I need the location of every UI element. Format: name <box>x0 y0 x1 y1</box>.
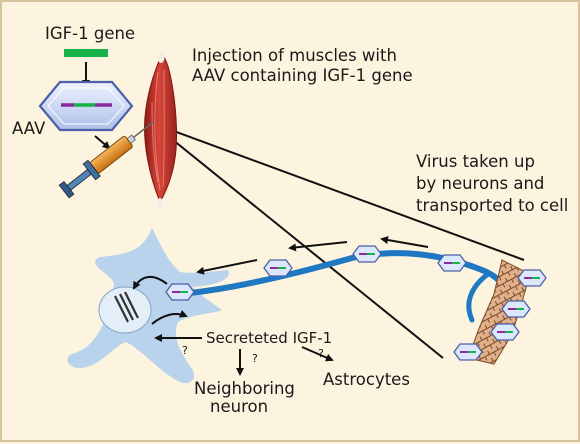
virus-particle <box>437 254 467 272</box>
muscle <box>144 53 178 204</box>
transport-arrows <box>196 236 429 275</box>
tendon-top <box>157 51 165 63</box>
entry-arrows <box>133 276 188 325</box>
virus-particle <box>490 323 520 341</box>
connector-line-lower <box>151 122 444 359</box>
question-mark: ? <box>252 352 258 365</box>
astrocytes-label: Astrocytes <box>323 370 410 389</box>
injection-label-line2: AAV containing IGF-1 gene <box>192 66 413 85</box>
aav-capsid <box>38 80 134 132</box>
virus-particle <box>517 269 547 287</box>
axon <box>175 250 514 313</box>
connector-line-upper <box>151 122 525 261</box>
question-mark: ? <box>182 344 188 357</box>
secreted-igf1-label: Secreteted IGF-1 <box>206 329 333 347</box>
igf1-gene-bar <box>64 49 108 57</box>
chromosome-lines <box>114 291 139 323</box>
virus-particle <box>453 343 483 361</box>
virus-label-line1: Virus taken up <box>416 152 535 171</box>
tendon-bottom <box>157 198 163 210</box>
nucleus <box>98 286 152 334</box>
axon-branch <box>466 271 491 323</box>
secretion-arrows <box>154 334 334 376</box>
virus-label-line2: by neurons and <box>416 174 545 193</box>
muscle-fibers <box>151 69 165 191</box>
injection-label-line1: Injection of muscles with <box>192 46 397 65</box>
virus-particle <box>352 245 382 263</box>
igf1-gene-label: IGF-1 gene <box>45 24 136 43</box>
load-syringe-arrow <box>94 135 111 150</box>
neighboring-neuron-label-line2: neuron <box>210 397 269 416</box>
neighboring-neuron-label-line1: Neighboring <box>194 379 295 398</box>
virus-label-line3: transported to cell <box>416 196 569 215</box>
virus-particle <box>263 259 293 277</box>
aav-label: AAV <box>12 119 46 138</box>
virus-particle <box>165 283 195 301</box>
virus-particle <box>501 300 531 318</box>
syringe <box>58 120 155 199</box>
question-mark: ? <box>318 347 324 360</box>
